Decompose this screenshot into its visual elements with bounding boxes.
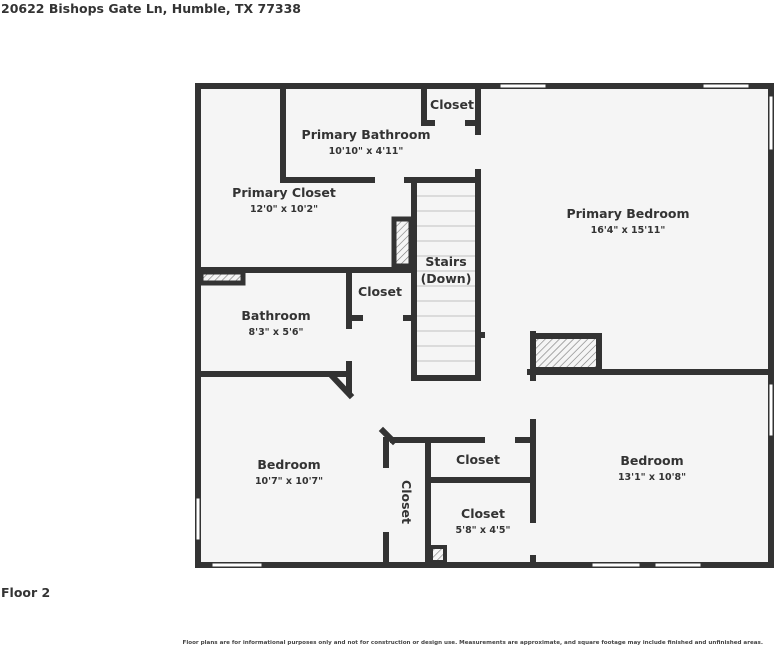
room-name: Bedroom [257, 457, 320, 472]
floor-label: Floor 2 [1, 585, 51, 600]
room-dims: 8'3" x 5'6" [249, 327, 304, 338]
chase-block [530, 333, 602, 373]
room-name: Primary Closet [232, 185, 336, 200]
room-name: Bedroom [620, 453, 683, 468]
room-dims: 10'10" x 4'11" [329, 146, 404, 157]
room-name: Closet [358, 284, 402, 299]
room-dims: 5'8" x 4'5" [456, 525, 511, 536]
room-name: Closet [461, 506, 505, 521]
chase-block [429, 545, 447, 564]
room-name: Bathroom [241, 308, 310, 323]
room-dims: 16'4" x 15'11" [591, 225, 666, 236]
walls [195, 83, 774, 568]
room-dims: (Down) [421, 271, 472, 286]
disclaimer: Floor plans are for informational purpos… [182, 640, 764, 646]
room-dims: 13'1" x 10'8" [618, 472, 686, 483]
chase-block [391, 216, 414, 269]
room-dims: 12'0" x 10'2" [250, 204, 318, 215]
room-name: Primary Bedroom [566, 206, 689, 221]
room-name: Closet [456, 452, 500, 467]
floor-area [198, 86, 771, 565]
property-address: 20622 Bishops Gate Ln, Humble, TX 77338 [1, 1, 301, 16]
room-name: Closet [399, 480, 414, 524]
stairs [414, 180, 478, 378]
room-name: Stairs [425, 254, 466, 269]
chase-block [198, 269, 246, 286]
windows [195, 83, 774, 568]
room-dims: 10'7" x 10'7" [255, 476, 323, 487]
room-name: Primary Bathroom [302, 127, 431, 142]
room-name: Closet [430, 97, 474, 112]
